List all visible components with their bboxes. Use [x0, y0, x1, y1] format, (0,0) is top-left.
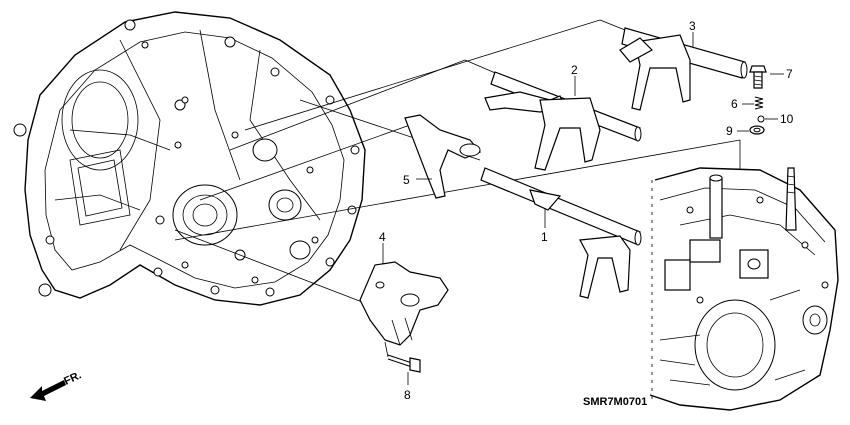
callout-6: 6: [731, 97, 738, 111]
callout-9: 9: [726, 124, 733, 138]
ball-10: [757, 115, 765, 123]
direction-label: FR.: [62, 369, 83, 387]
guide-lines: [174, 19, 741, 306]
callout-leaders: [382, 32, 784, 385]
transmission-case: [649, 167, 839, 411]
callout-2: 2: [571, 63, 578, 77]
bolt-7: [749, 65, 767, 89]
callout-8: 8: [404, 388, 411, 402]
bolt-8: [384, 341, 421, 373]
front-direction-indicator: FR.: [30, 369, 83, 401]
callout-1: 1: [541, 230, 548, 244]
callout-labels: 1 2 3 4 5 6 7 8 9 10: [379, 19, 794, 402]
callout-3: 3: [689, 19, 696, 33]
washer-9: [749, 125, 765, 135]
spring-6: [754, 96, 764, 110]
direction-arrow-icon: [30, 380, 66, 401]
shift-shaft-2: [484, 71, 642, 171]
shift-shaft-3: [619, 27, 748, 111]
shift-piece-5: [404, 114, 481, 199]
callout-4: 4: [379, 230, 386, 244]
callout-10: 10: [780, 112, 794, 126]
shift-shaft-1: [480, 167, 642, 299]
diagram-code: SMR7M0701: [583, 396, 647, 408]
bracket-4: [359, 261, 449, 346]
callout-7: 7: [786, 67, 793, 81]
callout-5: 5: [403, 173, 410, 187]
clutch-housing: [13, 11, 366, 306]
